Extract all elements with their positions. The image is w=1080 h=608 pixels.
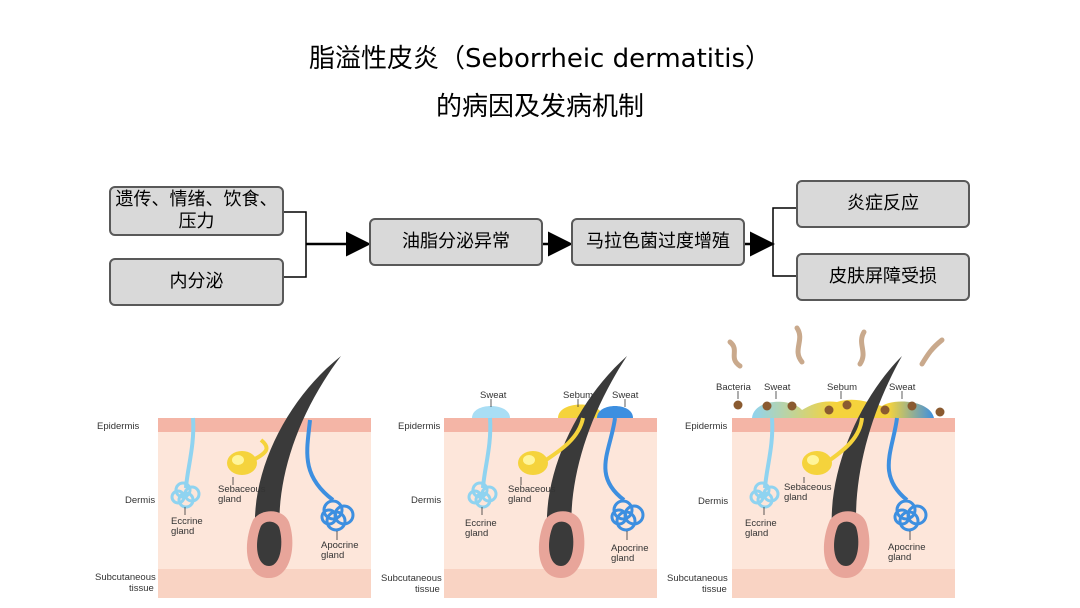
label-subcutaneous-2: tissue xyxy=(702,584,727,595)
label-subcutaneous-1: Subcutaneous xyxy=(381,573,442,584)
label-dermis: Dermis xyxy=(411,495,441,506)
label-eccrine-2: gland xyxy=(745,528,768,539)
label-apocrine-2: gland xyxy=(611,553,634,564)
label-apocrine-1: Apocrine xyxy=(321,540,359,551)
label-sebaceous-2: gland xyxy=(508,494,531,505)
apocrine-gland-coil xyxy=(893,499,928,532)
cause-box-lifestyle: 遗传、情绪、饮食、压力 xyxy=(109,186,284,236)
label-subcutaneous-1: Subcutaneous xyxy=(667,573,728,584)
eccrine-gland-coil xyxy=(749,481,780,509)
cause-bracket xyxy=(284,211,307,278)
skin-panel-bacteria: Bacteria Sweat Sebum Sweat Epidermis Der… xyxy=(662,320,962,608)
label-eccrine-1: Eccrine xyxy=(745,518,777,529)
label-sebum: Sebum xyxy=(563,390,593,401)
hair-shaft xyxy=(831,356,902,550)
label-epidermis: Epidermis xyxy=(398,421,440,432)
sweat-sebum-film xyxy=(752,399,934,418)
label-sweat-1: Sweat xyxy=(480,390,507,401)
flow-connectors xyxy=(284,207,796,278)
malassezia-bacteria xyxy=(733,400,945,417)
label-eccrine-1: Eccrine xyxy=(171,516,203,527)
label-epidermis: Epidermis xyxy=(685,421,727,432)
odor-wisps xyxy=(727,325,945,369)
label-sebum: Sebum xyxy=(827,382,857,393)
label-dermis: Dermis xyxy=(125,495,155,506)
label-apocrine-2: gland xyxy=(888,552,911,563)
label-sweat-2: Sweat xyxy=(612,390,639,401)
label-eccrine-2: gland xyxy=(171,526,194,537)
label-sebaceous-2: gland xyxy=(784,492,807,503)
result-box-inflammation: 炎症反应 xyxy=(796,180,970,228)
hair-shaft xyxy=(546,356,627,550)
label-subcutaneous-2: tissue xyxy=(415,584,440,595)
label-subcutaneous-2: tissue xyxy=(129,583,154,594)
sweat-droplet-eccrine xyxy=(472,406,510,418)
label-eccrine-1: Eccrine xyxy=(465,518,497,529)
label-subcutaneous-1: Subcutaneous xyxy=(95,572,156,583)
label-sebaceous-1: Sebaceous xyxy=(508,484,556,495)
skin-panel-secretion: Sweat Sebum Sweat Epidermis Dermis Subcu… xyxy=(371,320,671,608)
label-apocrine-2: gland xyxy=(321,550,344,561)
apocrine-gland-coil xyxy=(320,499,355,532)
label-sebaceous-2: gland xyxy=(218,494,241,505)
label-sebaceous-1: Sebaceous xyxy=(784,482,832,493)
cause-box-endocrine: 内分泌 xyxy=(109,258,284,306)
label-eccrine-2: gland xyxy=(465,528,488,539)
eccrine-gland-coil xyxy=(170,481,201,509)
label-bacteria: Bacteria xyxy=(716,382,752,393)
label-apocrine-1: Apocrine xyxy=(611,543,649,554)
result-bracket xyxy=(772,207,796,277)
label-sweat-1: Sweat xyxy=(764,382,791,393)
step-box-malassezia: 马拉色菌过度增殖 xyxy=(571,218,745,266)
hair-bulb xyxy=(257,521,282,566)
result-box-barrier: 皮肤屏障受损 xyxy=(796,253,970,301)
hair-shaft xyxy=(254,356,341,550)
label-apocrine-1: Apocrine xyxy=(888,542,926,553)
page-title-line-2: 的病因及发病机制 xyxy=(435,92,644,122)
label-dermis: Dermis xyxy=(698,496,728,507)
label-sweat-2: Sweat xyxy=(889,382,916,393)
step-box-sebum: 油脂分泌异常 xyxy=(369,218,543,266)
apocrine-gland-coil xyxy=(610,499,645,532)
eccrine-gland-coil xyxy=(467,481,498,509)
skin-panel-normal: Epidermis Dermis Subcutaneous tissue Seb… xyxy=(85,320,385,608)
page-title-line-1: 脂溢性皮炎（Seborrheic dermatitis） xyxy=(308,44,771,74)
apocrine-duct xyxy=(305,419,335,502)
label-sebaceous-1: Sebaceous xyxy=(218,484,266,495)
sweat-droplet-apocrine xyxy=(597,406,633,418)
label-epidermis: Epidermis xyxy=(97,421,139,432)
